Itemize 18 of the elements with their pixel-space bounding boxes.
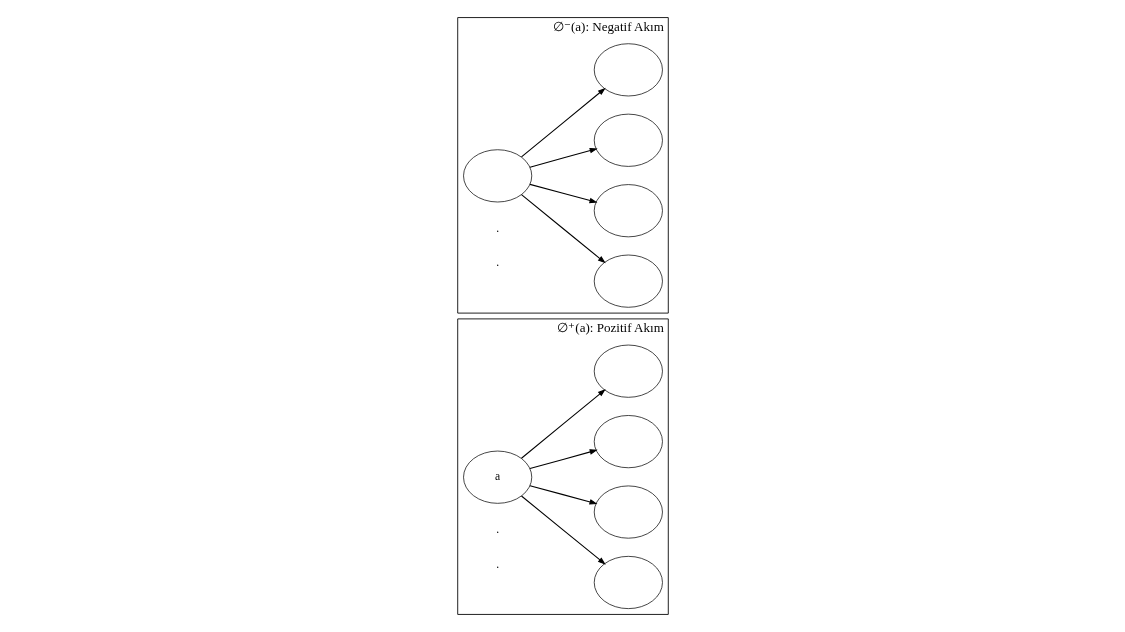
arrow — [520, 87, 606, 158]
label: . — [495, 557, 499, 571]
arrow — [520, 194, 606, 264]
arrow — [528, 147, 598, 168]
arrow — [528, 449, 598, 470]
node-circle — [462, 149, 532, 203]
label: . — [495, 256, 499, 270]
label: . — [495, 522, 499, 536]
arrow — [520, 389, 606, 459]
node-circle — [593, 184, 663, 238]
node-circle — [593, 113, 663, 167]
arrow — [520, 495, 606, 565]
node-circle — [593, 415, 663, 469]
node-ellipse: a — [462, 450, 532, 504]
arrow — [528, 485, 597, 505]
node-circle — [593, 485, 663, 539]
arrow — [528, 183, 597, 204]
label: . — [495, 221, 499, 235]
